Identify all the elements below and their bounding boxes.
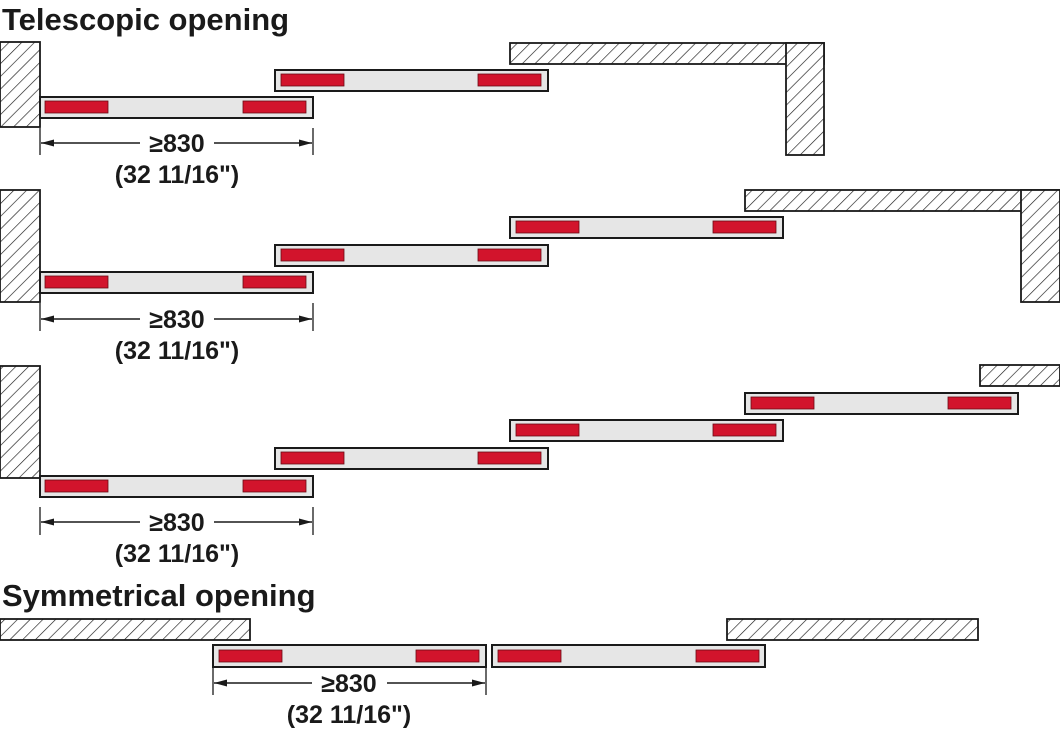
magnet-left <box>515 423 580 437</box>
magnet-right <box>712 423 777 437</box>
lintel-top <box>509 42 825 65</box>
magnet-left <box>44 275 109 289</box>
symmetrical-diagram: ≥830 (32 11/16") <box>0 618 979 729</box>
dimension-line: ≥830 (32 11/16") <box>39 128 314 189</box>
dimension-metric: ≥830 <box>149 306 204 334</box>
magnet-right <box>477 73 542 87</box>
magnet-right <box>695 649 760 663</box>
magnet-right <box>242 275 307 289</box>
door-panel <box>39 475 314 498</box>
door-panel <box>274 244 549 267</box>
dimension-line: ≥830 (32 11/16") <box>212 668 487 729</box>
door-panel <box>274 69 549 92</box>
door-panel <box>509 216 784 239</box>
wall-right <box>785 42 825 156</box>
wall-right <box>726 618 979 641</box>
door-panel <box>744 392 1019 415</box>
magnet-right <box>712 220 777 234</box>
symmetrical-opening-title: Symmetrical opening <box>2 578 316 613</box>
magnet-left <box>44 479 109 493</box>
lintel-top <box>744 189 1060 212</box>
dimension-metric: ≥830 <box>149 509 204 537</box>
magnet-left <box>515 220 580 234</box>
door-panel <box>491 644 766 668</box>
magnet-left <box>44 100 109 114</box>
door-panel <box>274 447 549 470</box>
dimension-imperial: (32 11/16") <box>287 701 411 729</box>
magnet-left <box>750 396 815 410</box>
magnet-right <box>477 248 542 262</box>
door-panel <box>39 96 314 119</box>
dimension-imperial: (32 11/16") <box>115 540 239 568</box>
telescopic-diagram-3-doors: ≥830 (32 11/16") <box>0 189 1060 365</box>
magnet-left <box>497 649 562 663</box>
lintel-top <box>979 364 1060 387</box>
telescopic-opening-title: Telescopic opening <box>2 2 289 37</box>
door-panel <box>509 419 784 442</box>
dimension-imperial: (32 11/16") <box>115 161 239 189</box>
dimension-metric: ≥830 <box>321 670 376 698</box>
wall-left <box>0 365 41 479</box>
wall-left <box>0 41 41 128</box>
magnet-right <box>477 451 542 465</box>
magnet-left <box>218 649 283 663</box>
door-panel <box>39 271 314 294</box>
magnet-right <box>242 100 307 114</box>
magnet-right <box>947 396 1012 410</box>
magnet-right <box>242 479 307 493</box>
telescopic-diagram-4-doors: ≥830 (32 11/16") <box>0 364 1060 568</box>
wall-right <box>1020 189 1060 303</box>
dimension-metric: ≥830 <box>149 130 204 158</box>
door-panel <box>212 644 487 668</box>
dimension-line: ≥830 (32 11/16") <box>39 303 314 365</box>
magnet-right <box>415 649 480 663</box>
dimension-line: ≥830 (32 11/16") <box>39 507 314 568</box>
wall-left <box>0 189 41 303</box>
telescopic-diagram-2-doors: ≥830 (32 11/16") <box>0 41 825 189</box>
magnet-left <box>280 248 345 262</box>
magnet-left <box>280 451 345 465</box>
dimension-imperial: (32 11/16") <box>115 337 239 365</box>
wall-left <box>0 618 251 641</box>
magnet-left <box>280 73 345 87</box>
